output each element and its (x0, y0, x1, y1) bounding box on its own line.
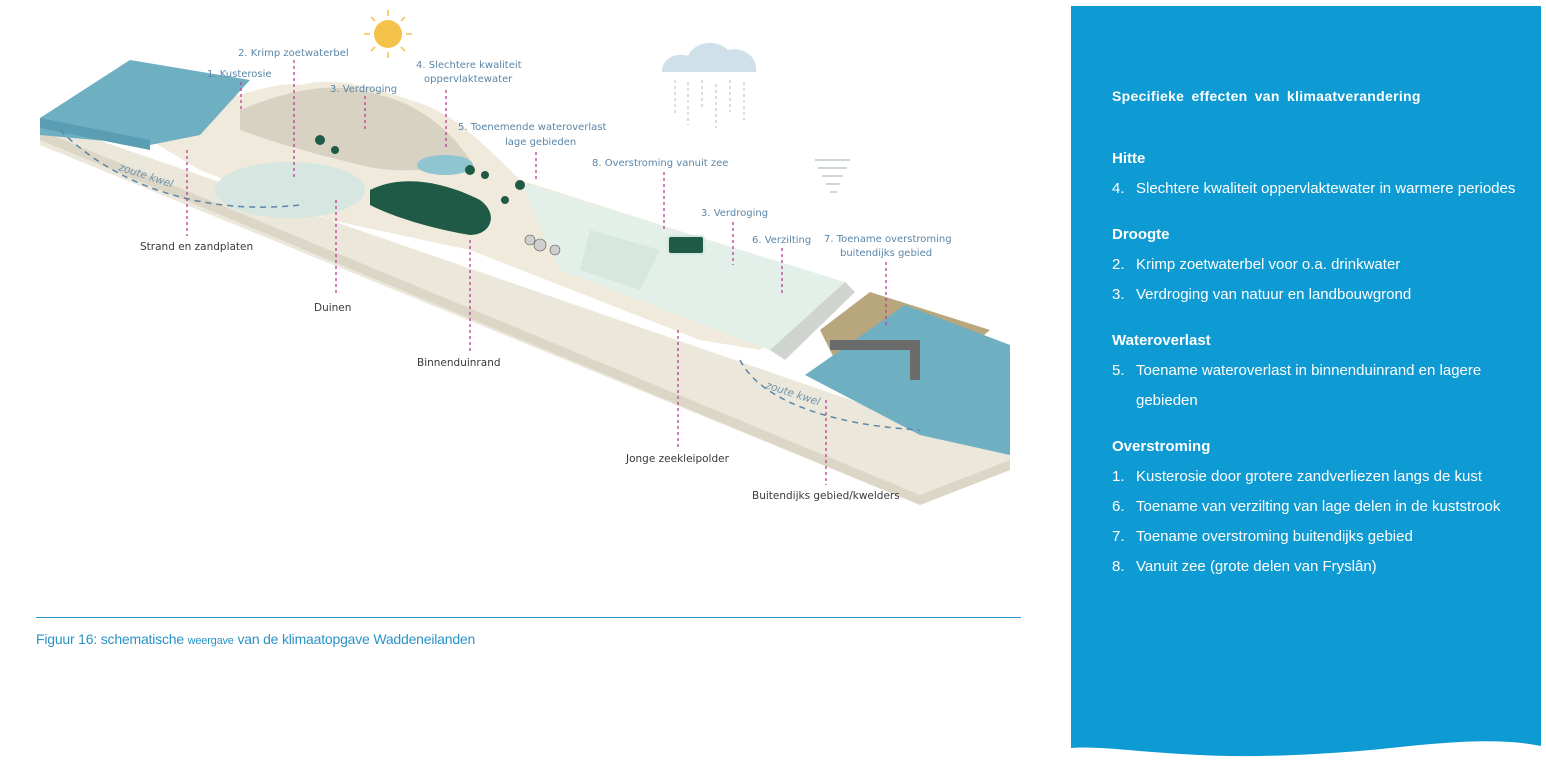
seepage-arrow-right (739, 359, 921, 431)
effect-number: 1. (1112, 468, 1125, 485)
effect-item: 7. Toename overstroming buitendijks gebie… (1112, 522, 1532, 552)
effect-item: 3. Verdroging van natuur en landbouwgrond (1112, 280, 1532, 310)
sun-icon (364, 10, 412, 58)
section-heading: Overstroming (1112, 438, 1211, 455)
polder-surface (520, 182, 845, 350)
effect-number: 7. (1112, 528, 1125, 545)
effect-text: Slechtere kwaliteit oppervlaktewater in … (1136, 180, 1516, 197)
label-slechtere-1: 4. Slechtere kwaliteit (416, 60, 522, 71)
effect-number: 8. (1112, 558, 1125, 575)
effect-number: 6. (1112, 498, 1125, 515)
effect-item: 1. Kusterosie door grotere zandverliezen … (1112, 462, 1532, 492)
label-toenemende-1: 5. Toenemende wateroverlast (458, 122, 606, 133)
section-droogte: Droogte 2. Krimp zoetwaterbel voor o.a. dr… (1112, 226, 1532, 310)
pond (417, 155, 473, 175)
effect-number: 3. (1112, 286, 1125, 303)
seepage-arrow-left (59, 129, 301, 208)
label-toename-1: 7. Toename overstroming (824, 234, 952, 245)
panel-background (1071, 6, 1541, 757)
label-verdroging-top: 3. Verdroging (330, 84, 397, 95)
effect-text: Toename van verzilting van lage delen in… (1136, 498, 1501, 515)
label-toenemende-2: lage gebieden (505, 137, 576, 148)
dune-area (240, 87, 561, 256)
label-slechtere-2: oppervlaktewater (424, 74, 513, 85)
freshwater-lens (215, 162, 365, 218)
label-verdroging-mid: 3. Verdroging (701, 208, 768, 219)
effect-number: 2. (1112, 256, 1125, 273)
label-binnenduinrand: Binnenduinrand (417, 357, 501, 369)
polder-field (580, 230, 660, 290)
effect-number: 5. (1112, 362, 1125, 379)
cloud-rain-icon (662, 42, 757, 128)
label-strand: Strand en zandplaten (140, 241, 253, 253)
section-heading: Hitte (1112, 150, 1146, 167)
tornado-icon (815, 159, 850, 193)
label-duinen: Duinen (314, 302, 351, 314)
section-overstroming: Overstroming 1. Kusterosie door grotere za… (1112, 438, 1532, 582)
effect-text: Krimp zoetwaterbel voor o.a. drinkwater (1136, 256, 1401, 273)
effect-text: Toename overstroming buitendijks gebied (1136, 528, 1413, 545)
label-jonge: Jonge zeekleipolder (625, 453, 730, 465)
dike (770, 282, 855, 360)
harbour (830, 340, 920, 380)
section-heading: Wateroverlast (1112, 332, 1211, 349)
polder-basin (667, 235, 705, 255)
caption-small: weergave (187, 635, 234, 647)
effect-item: 4. Slechtere kwaliteit oppervlaktewater i… (1112, 174, 1532, 204)
label-overstroming-zee: 8. Overstroming vanuit zee (592, 158, 728, 169)
figure-caption: Figuur 16: schematische weergave van de … (36, 631, 475, 647)
sea-left (40, 60, 250, 145)
effect-text: Toename wateroverlast in binnenduinrand … (1136, 362, 1482, 409)
sea-left-front (40, 118, 150, 150)
caption-divider (36, 617, 1021, 618)
effect-number: 4. (1112, 180, 1125, 197)
section-heading: Droogte (1112, 226, 1170, 243)
section-hitte: Hitte 4. Slechtere kwaliteit oppervlaktewa… (1112, 150, 1532, 204)
effect-item: 5. Toename wateroverlast in binnenduinran… (1112, 356, 1532, 416)
effect-item: 8. Vanuit zee (grote delen van Fryslân) (1112, 552, 1532, 582)
forest (370, 181, 491, 235)
effect-text: Kusterosie door grotere zandverliezen la… (1136, 468, 1483, 485)
climate-diagram: zoute kwel zoute kwel 1. Kusterosie (40, 10, 1010, 505)
caption-prefix: Figuur 16: schematische (36, 631, 184, 647)
caption-suffix: van de klimaatopgave Waddeneilanden (237, 631, 476, 647)
label-buitendijks: Buitendijks gebied/kwelders (752, 490, 900, 502)
effect-item: 6. Toename van verzilting van lage delen … (1112, 492, 1532, 522)
panel-title: Specifieke effecten van klimaatveranderi… (1112, 88, 1421, 104)
effect-text: Vanuit zee (grote delen van Fryslân) (1136, 558, 1377, 575)
label-toename-2: buitendijks gebied (840, 248, 932, 259)
effects-panel: Specifieke effecten van klimaatveranderi… (1071, 6, 1541, 774)
effect-item: 2. Krimp zoetwaterbel voor o.a. drinkwate… (1112, 250, 1532, 280)
section-wateroverlast: Wateroverlast 5. Toename wateroverlast in … (1112, 332, 1532, 416)
label-kusterosie: 1. Kusterosie (207, 69, 272, 80)
effect-text: Verdroging van natuur en landbouwgrond (1136, 286, 1412, 303)
label-krimp: 2. Krimp zoetwaterbel (238, 48, 349, 59)
label-verzilting: 6. Verzilting (752, 235, 811, 246)
panel-sections: Hitte 4. Slechtere kwaliteit oppervlaktewa… (1112, 150, 1532, 582)
